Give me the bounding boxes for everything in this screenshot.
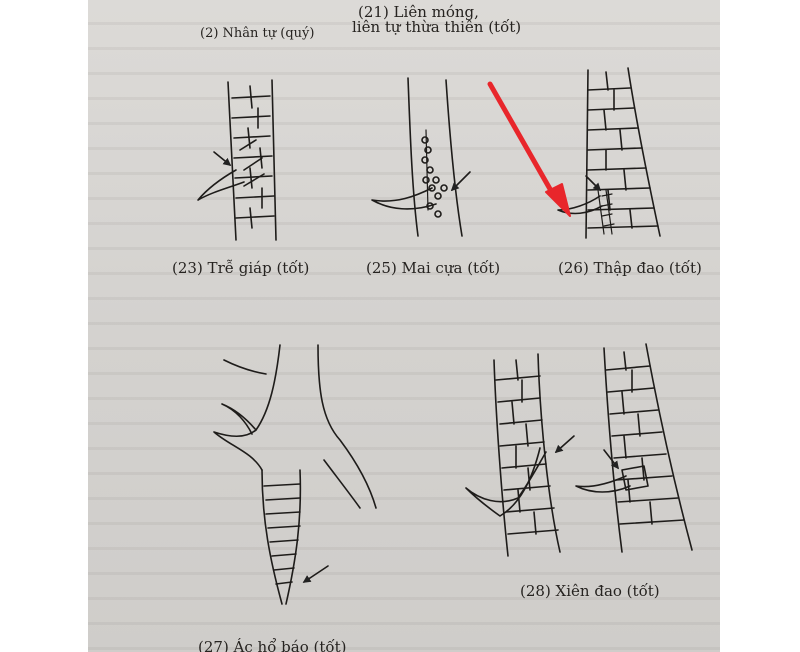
figure-27-drawing [213,344,377,605]
figure-25-drawing [371,77,471,237]
caption-28: (28) Xiên đao (tốt) [520,582,660,600]
figure-26-drawing [557,67,661,239]
red-annotation-arrow [487,81,571,217]
header-caption-21-line2: liên tự thừa thiên (tốt) [352,18,522,36]
caption-23: (23) Trễ giáp (tốt) [172,259,310,277]
header-caption-2: (2) Nhân tự (quý) [200,26,315,41]
header-caption-21-line1: (21) Liên móng, [358,3,479,21]
caption-26: (26) Thập đao (tốt) [558,259,702,277]
figure-23-drawing [197,79,277,241]
figure-28b-drawing [575,343,693,553]
figure-28a-drawing [465,353,575,557]
caption-25: (25) Mai cựa (tốt) [366,259,501,277]
caption-27: (27) Ác hổ báo (tốt) [198,638,347,652]
